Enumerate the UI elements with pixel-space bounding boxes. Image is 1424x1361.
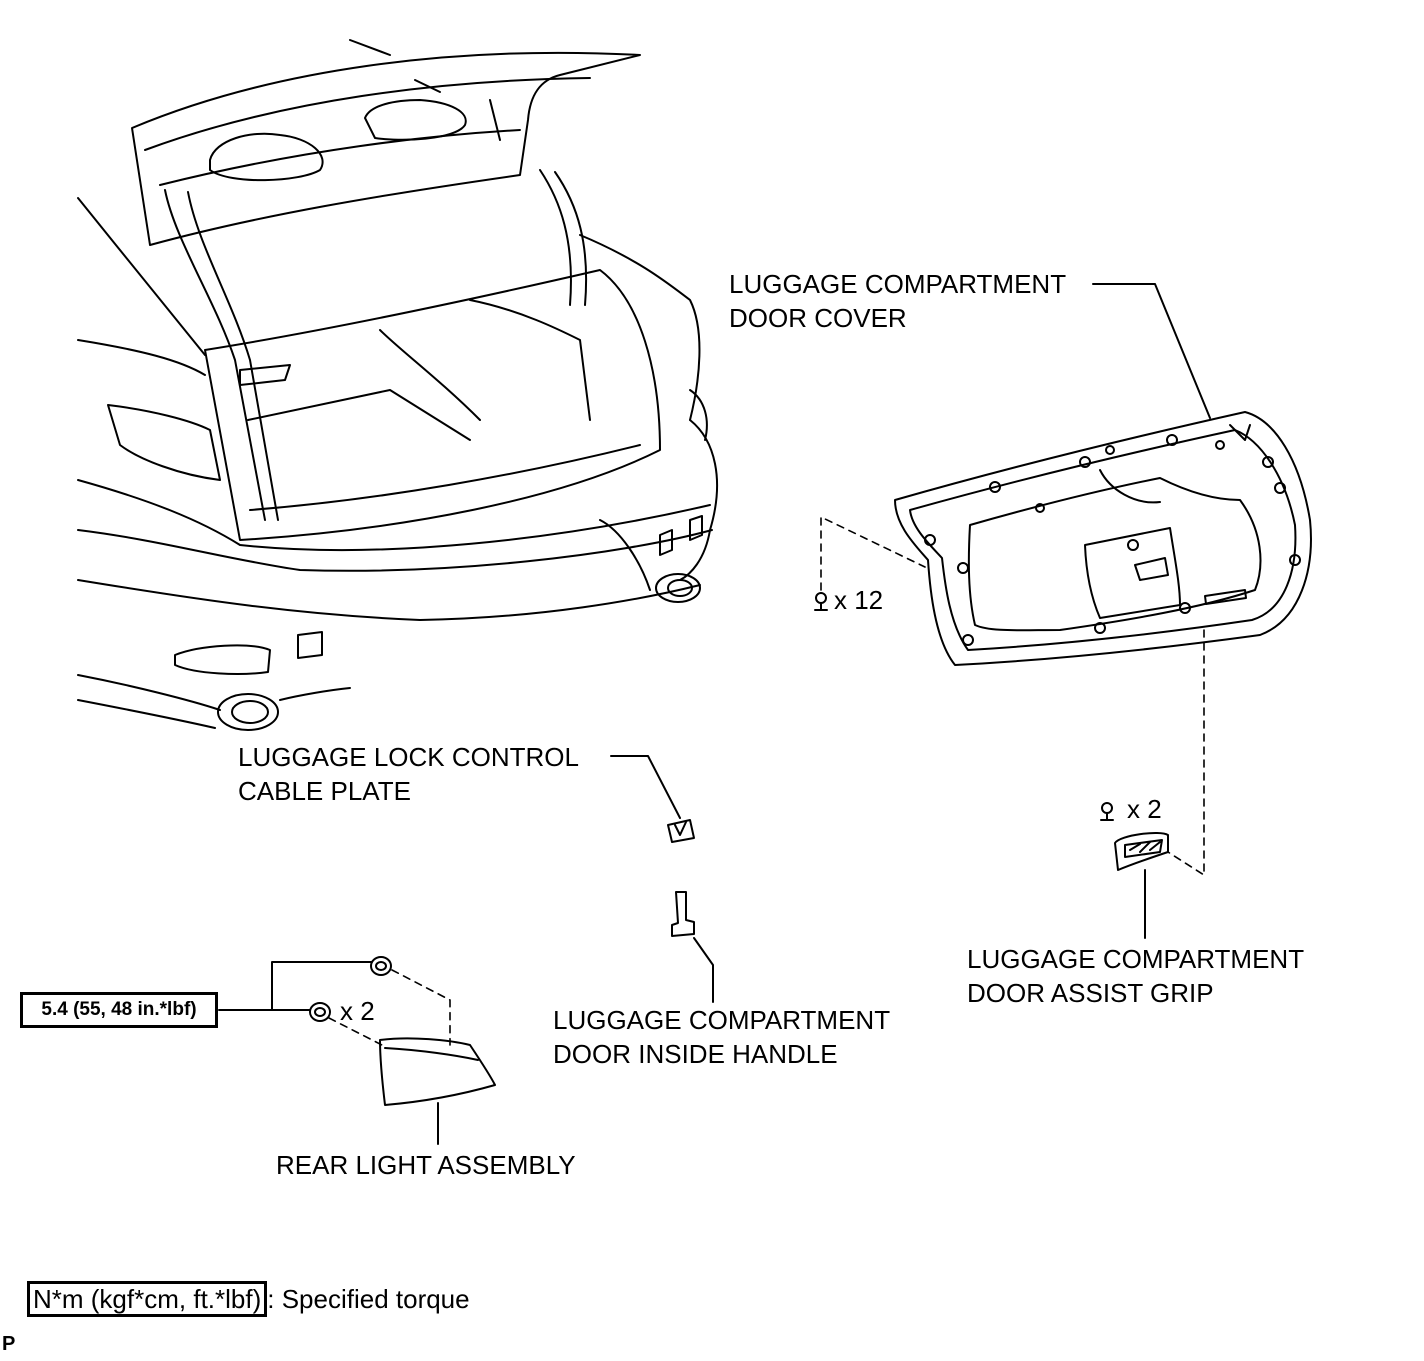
vehicle-rear-illustration xyxy=(77,39,719,731)
grip-screw-icon xyxy=(1100,802,1114,821)
label-cable-plate: LUGGAGE LOCK CONTROL CABLE PLATE xyxy=(238,742,579,806)
figure-code: P xyxy=(2,1333,16,1355)
label-inside-handle: LUGGAGE COMPARTMENT DOOR INSIDE HANDLE xyxy=(553,1005,891,1069)
qty-grip-screws: x 2 xyxy=(1127,794,1162,824)
legend-unit-box: N*m (kgf*cm, ft.*lbf) xyxy=(27,1281,268,1317)
cover-clip-icon xyxy=(814,592,828,611)
cable-plate-part xyxy=(667,819,695,843)
door-cover-panel xyxy=(894,411,1312,666)
inside-handle-part xyxy=(671,891,695,937)
installation-dash-lines xyxy=(328,516,1205,1046)
light-nut-icon xyxy=(309,956,392,1022)
label-door-cover: LUGGAGE COMPARTMENT DOOR COVER xyxy=(729,269,1067,333)
torque-spec-box: 5.4 (55, 48 in.*lbf) xyxy=(20,992,218,1028)
legend-text: : Specified torque xyxy=(267,1284,470,1314)
qty-light-nuts: x 2 xyxy=(340,996,375,1026)
label-assist-grip: LUGGAGE COMPARTMENT DOOR ASSIST GRIP xyxy=(967,944,1305,1008)
torque-legend: N*m (kgf*cm, ft.*lbf): Specified torque xyxy=(27,1280,470,1318)
assist-grip-part xyxy=(1114,832,1169,871)
qty-cover-clips: x 12 xyxy=(834,585,884,615)
rear-light-part xyxy=(379,1037,496,1106)
label-rear-light: REAR LIGHT ASSEMBLY xyxy=(276,1150,576,1180)
leader-lines xyxy=(218,283,1211,1145)
